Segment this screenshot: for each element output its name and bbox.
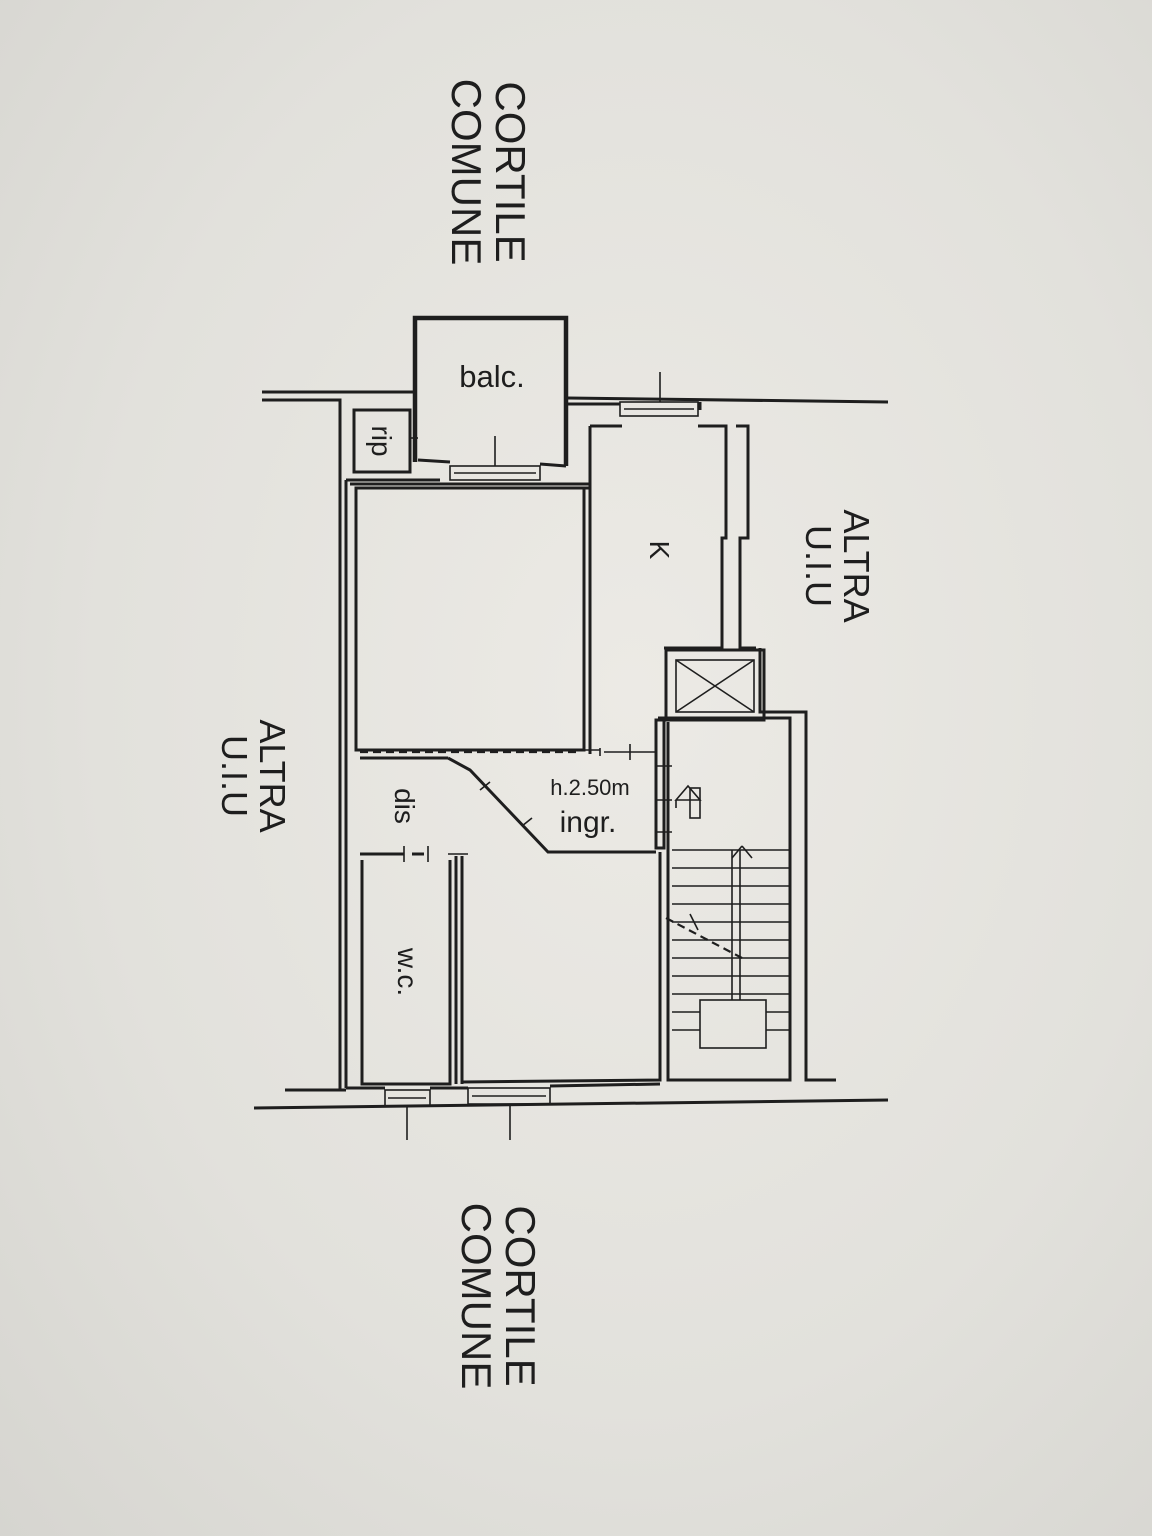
boundary-lines [253,390,889,1110]
label-cortile-top: CORTILE COMUNE [443,79,534,266]
label-altra-right-line1: ALTRA [836,509,877,622]
hallway: dis [360,756,448,862]
label-altra-right: ALTRA U.I.U [798,509,877,622]
label-altra-left-line1: ALTRA [252,719,293,832]
kitchen: K [588,372,756,752]
balcony-label: balc. [459,359,524,394]
kitchen-label: K [644,541,675,560]
entrance-label: ingr. [560,806,617,839]
label-cortile-top-line2: COMUNE [443,79,490,266]
lift-shaft [664,648,766,722]
entrance-arrow-icon [674,784,702,819]
closet-label: rip [366,425,397,456]
wc-label: w.c. [392,947,423,996]
balcony: balc. [412,315,569,481]
apartment-walls [338,402,702,1090]
closet: rip [352,408,418,474]
height-label: h.2.50m [550,775,630,800]
hallway-label: dis [389,788,420,824]
label-altra-right-line2: U.I.U [798,525,839,607]
label-cortile-bottom-line1: CORTILE [497,1205,544,1386]
label-altra-left: ALTRA U.I.U [214,719,293,832]
wc: w.c. [360,853,468,1140]
second-room [460,852,662,1140]
label-altra-left-line2: U.I.U [214,735,255,817]
main-room [350,482,592,754]
entrance-area: h.2.50m ingr. [360,718,702,854]
label-cortile-top-line1: CORTILE [487,81,534,262]
stairwell [658,648,836,1082]
label-cortile-bottom: CORTILE COMUNE [453,1203,544,1390]
label-cortile-bottom-line2: COMUNE [453,1203,500,1390]
